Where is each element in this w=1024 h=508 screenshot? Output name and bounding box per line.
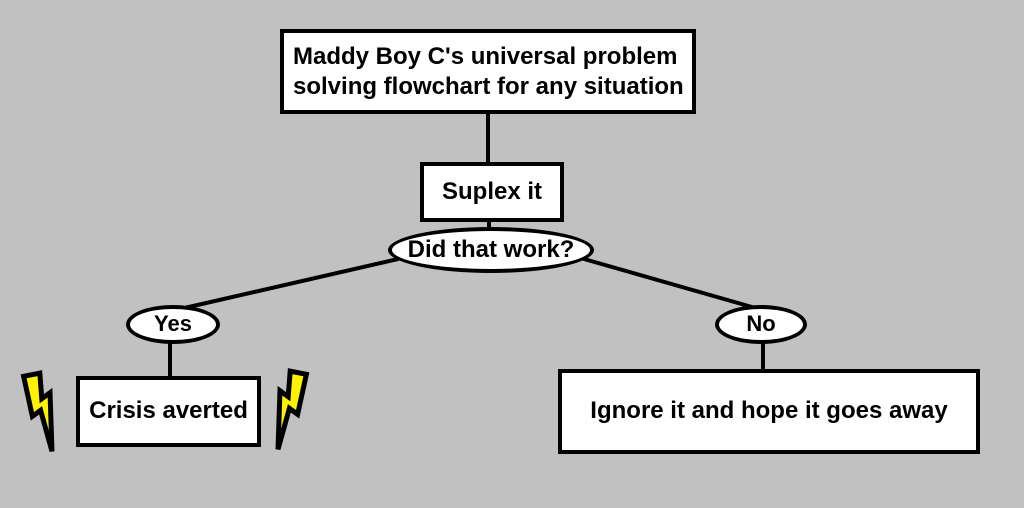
title-line-1: Maddy Boy C's universal problem (293, 42, 678, 70)
outcome-yes-box: Crisis averted (76, 376, 261, 447)
title-line-2: solving flowchart for any situation (293, 72, 684, 100)
question-ellipse: Did that work? (388, 227, 594, 273)
lightning-bolt-right-icon (275, 368, 310, 451)
outcome-no-box: Ignore it and hope it goes away (558, 369, 980, 454)
action-label: Suplex it (441, 177, 543, 205)
outcome-yes-label: Crisis averted (89, 397, 248, 425)
question-label: Did that work? (407, 235, 575, 263)
connector-question-to-yes (178, 257, 400, 311)
title-box: Maddy Boy C's universal problem solving … (280, 29, 696, 114)
outcome-no-label: Ignore it and hope it goes away (590, 397, 948, 425)
lightning-bolt-left-icon (20, 370, 55, 453)
branch-no-label: No (746, 311, 776, 337)
branch-yes-ellipse: Yes (126, 305, 220, 344)
branch-yes-label: Yes (154, 311, 192, 337)
action-box: Suplex it (420, 162, 564, 222)
branch-no-ellipse: No (715, 305, 807, 344)
connector-question-to-no (582, 257, 754, 309)
